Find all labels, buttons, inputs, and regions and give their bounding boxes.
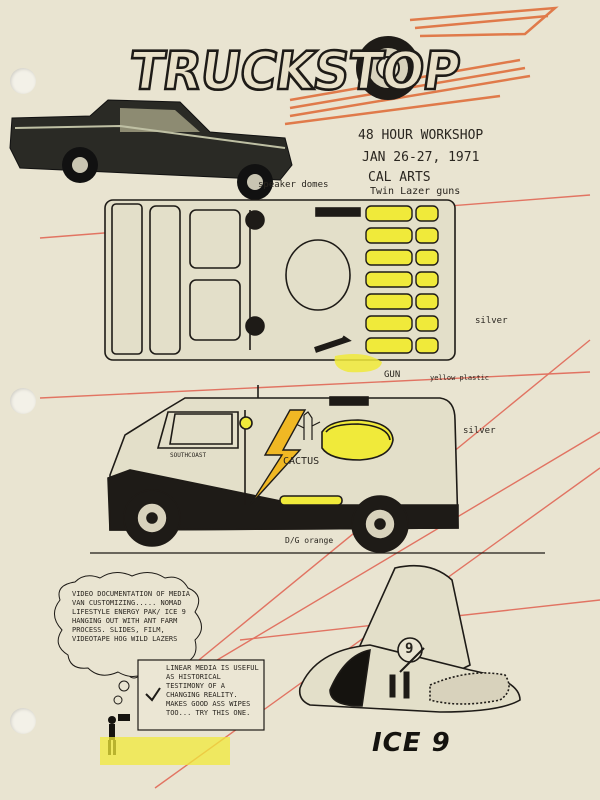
label-cactus: CACTUS xyxy=(283,456,320,467)
pickup-truck-photo xyxy=(9,99,293,200)
workshop-line-3: CAL ARTS xyxy=(368,170,431,185)
ice9-tail-sketch xyxy=(298,564,521,713)
title-logo: TRUCKSTOP xyxy=(124,38,464,110)
workshop-line-2: JAN 26-27, 1971 xyxy=(362,150,480,165)
binder-hole-bottom xyxy=(10,708,36,734)
ice9-tail-number: 9 xyxy=(405,641,414,657)
binder-hole-top xyxy=(10,68,36,94)
label-dg-orange: D/G orange xyxy=(285,536,334,545)
label-southcoast: SOUTHCOAST xyxy=(170,452,207,459)
ice9-label: ICE 9 xyxy=(372,728,451,758)
label-speaker-domes: speaker domes xyxy=(258,180,329,190)
label-gun: GUN xyxy=(384,370,401,380)
bubble-note-text: VIDEO DOCUMENTATION OF MEDIA VAN CUSTOMI… xyxy=(72,590,191,643)
binder-hole-middle xyxy=(10,388,36,414)
label-silver-side: silver xyxy=(463,426,496,436)
yellow-gun-blob xyxy=(334,354,382,373)
box-note-text: LINEAR MEDIA IS USEFUL AS HISTORICAL TES… xyxy=(166,664,259,717)
label-twin-lazer-guns: Twin Lazer guns xyxy=(370,186,461,197)
page-title: TRUCKSTOP xyxy=(124,39,464,102)
yellow-roof-panels xyxy=(365,205,439,354)
checkmark-icon xyxy=(145,687,161,702)
van-side-view xyxy=(90,385,545,554)
label-yellow-plastic: yellow plastic xyxy=(430,374,490,382)
note-box-frame xyxy=(137,659,265,731)
yellow-highlight xyxy=(100,737,230,765)
workshop-line-1: 48 HOUR WORKSHOP xyxy=(358,128,484,143)
thought-cloud xyxy=(54,572,202,677)
lightning-bolt-icon xyxy=(249,409,307,506)
label-silver-top: silver xyxy=(475,316,508,326)
tire-graphic xyxy=(356,36,420,100)
